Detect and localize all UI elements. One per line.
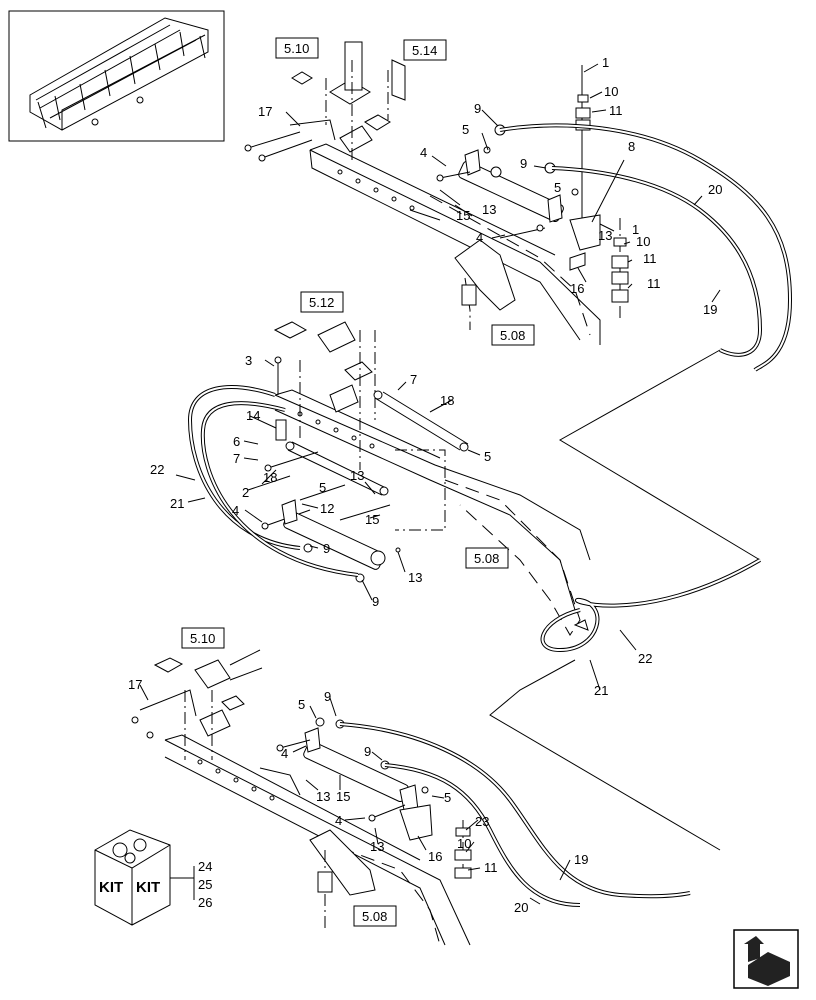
page-ref-510-top[interactable]: 5.10 <box>275 37 319 59</box>
callout-14: 14 <box>246 408 260 423</box>
callout-8: 8 <box>628 139 635 154</box>
callout-9: 9 <box>372 594 379 609</box>
callout-22: 22 <box>150 462 164 477</box>
callout-9: 9 <box>364 744 371 759</box>
callout-11: 11 <box>643 251 657 266</box>
svg-text:5.12: 5.12 <box>309 295 334 310</box>
page-ref-508-bottom[interactable]: 5.08 <box>353 905 397 927</box>
kit-label-right: KIT <box>136 879 160 896</box>
callout-20: 20 <box>514 900 528 915</box>
callout-4: 4 <box>476 230 483 245</box>
callout-5: 5 <box>462 122 469 137</box>
callout-22: 22 <box>638 651 652 666</box>
page-ref-508-top[interactable]: 5.08 <box>491 324 535 346</box>
kit-label-left: KIT <box>99 879 123 896</box>
callout-11: 11 <box>647 276 661 291</box>
page-references: 5.10 5.14 5.12 5.08 5.08 5.10 5.08 <box>181 37 535 927</box>
page-ref-512[interactable]: 5.12 <box>300 291 344 313</box>
callout-25: 25 <box>198 877 212 892</box>
callout-13: 13 <box>482 202 496 217</box>
return-arrow-icon[interactable] <box>733 929 799 989</box>
callout-1: 1 <box>602 55 609 70</box>
callout-5: 5 <box>444 790 451 805</box>
callout-16: 16 <box>428 849 442 864</box>
callout-5: 5 <box>484 449 491 464</box>
callout-10: 10 <box>604 84 618 99</box>
callout-13: 13 <box>370 839 384 854</box>
callout-15: 15 <box>456 208 470 223</box>
callout-15: 15 <box>365 512 379 527</box>
section-middle-assembly <box>187 321 762 851</box>
callout-4: 4 <box>281 746 288 761</box>
callout-17: 17 <box>258 104 272 119</box>
section-top-assembly <box>244 41 793 561</box>
callout-21: 21 <box>594 683 608 698</box>
page-ref-514[interactable]: 5.14 <box>403 39 447 61</box>
callout-24: 24 <box>198 859 212 874</box>
callout-11: 11 <box>609 103 623 118</box>
page-ref-508-middle[interactable]: 5.08 <box>465 547 509 569</box>
callout-7: 7 <box>233 451 240 466</box>
overview-thumbnail <box>8 10 225 142</box>
page-ref-510-bottom[interactable]: 5.10 <box>181 627 225 649</box>
svg-text:5.08: 5.08 <box>362 909 387 924</box>
callout-17: 17 <box>128 677 142 692</box>
callout-6: 6 <box>233 434 240 449</box>
callout-13: 13 <box>408 570 422 585</box>
callout-4: 4 <box>420 145 427 160</box>
svg-text:5.10: 5.10 <box>284 41 309 56</box>
callout-19: 19 <box>703 302 717 317</box>
callout-9: 9 <box>324 689 331 704</box>
callout-13: 13 <box>350 468 364 483</box>
callout-12: 12 <box>320 501 334 516</box>
callout-18: 18 <box>263 470 277 485</box>
callout-16: 16 <box>570 281 584 296</box>
callout-21: 21 <box>170 496 184 511</box>
svg-text:5.08: 5.08 <box>500 328 525 343</box>
callout-labels: 1 10 11 9 8 17 5 4 9 5 20 13 15 1 4 13 1… <box>128 55 722 915</box>
callout-5: 5 <box>298 697 305 712</box>
callout-3: 3 <box>245 353 252 368</box>
callout-13: 13 <box>316 789 330 804</box>
callout-2: 2 <box>242 485 249 500</box>
callout-10: 10 <box>457 836 471 851</box>
callout-11: 11 <box>484 860 498 875</box>
callout-9: 9 <box>474 101 481 116</box>
leader-lines <box>139 63 721 905</box>
callout-9: 9 <box>520 156 527 171</box>
callout-15: 15 <box>336 789 350 804</box>
callout-4: 4 <box>232 503 239 518</box>
kit-box-illustration: KIT KIT <box>94 829 195 926</box>
callout-26: 26 <box>198 895 212 910</box>
callout-18: 18 <box>440 393 454 408</box>
callout-20: 20 <box>708 182 722 197</box>
callout-4: 4 <box>335 813 342 828</box>
section-bottom-assembly <box>131 649 691 946</box>
svg-text:5.14: 5.14 <box>412 43 437 58</box>
callout-13: 13 <box>598 228 612 243</box>
svg-text:5.10: 5.10 <box>190 631 215 646</box>
callout-19: 19 <box>574 852 588 867</box>
callout-1: 1 <box>632 222 639 237</box>
callout-5: 5 <box>319 480 326 495</box>
callout-10: 10 <box>636 234 650 249</box>
callout-9: 9 <box>323 541 330 556</box>
callout-7: 7 <box>410 372 417 387</box>
callout-23: 23 <box>475 814 489 829</box>
svg-text:5.08: 5.08 <box>474 551 499 566</box>
callout-5: 5 <box>554 180 561 195</box>
